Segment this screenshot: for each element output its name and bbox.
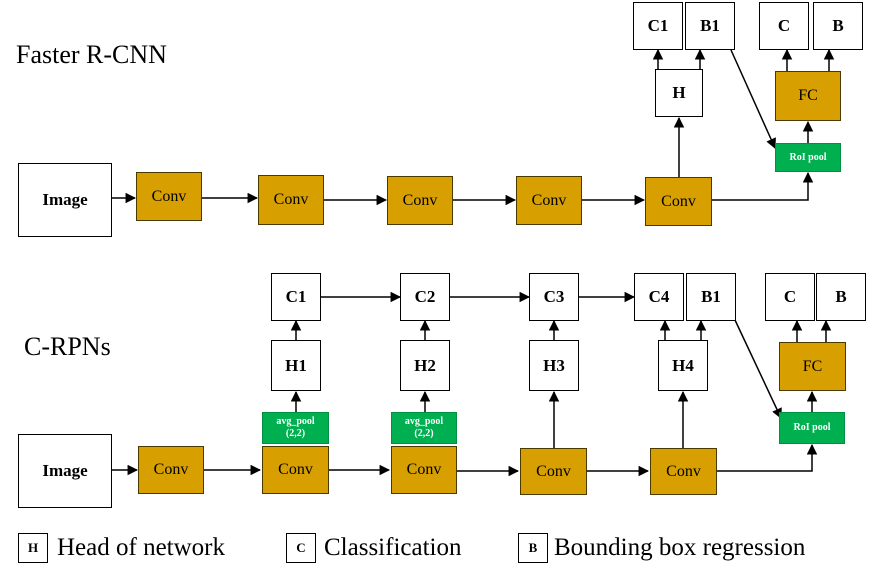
crpn-conv-1: Conv	[138, 446, 204, 494]
frcnn-image-box: Image	[18, 163, 112, 237]
crpn-class-c4: C4	[634, 273, 684, 321]
frcnn-bbox-b1-box: B1	[685, 2, 735, 50]
frcnn-conv-3: Conv	[387, 176, 453, 225]
frcnn-class-c1-box: C1	[633, 2, 683, 50]
legend-key-classification: C	[286, 533, 316, 563]
crpn-head-h1: H1	[271, 340, 321, 391]
arrow-b1-roi	[730, 49, 776, 149]
avg-pool-2-label: avg_pool	[404, 416, 444, 427]
crpn-conv-4: Conv	[520, 448, 587, 495]
legend-text-classification: Classification	[324, 534, 462, 561]
faster-rcnn-title: Faster R-CNN	[16, 40, 167, 69]
arrow-rpn-conv5-roi	[717, 443, 818, 472]
crpn-conv-5: Conv	[650, 448, 717, 495]
legend-key-head: H	[18, 533, 48, 563]
crpn-class-c1: C1	[271, 273, 321, 321]
frcnn-final-bbox-box: B	[813, 2, 863, 50]
crpn-final-bbox-box: B	[816, 273, 866, 321]
frcnn-conv-4: Conv	[516, 176, 582, 225]
crpn-bbox-b1: B1	[686, 273, 736, 321]
crpn-fc-box: FC	[779, 342, 846, 391]
avg-pool-2-size: (2,2)	[414, 428, 434, 439]
crpn-class-c2: C2	[400, 273, 450, 321]
crpn-head-h2: H2	[400, 340, 450, 391]
frcnn-roi-pool-box: RoI pool	[775, 143, 841, 172]
crpn-conv-2: Conv	[262, 446, 329, 494]
frcnn-conv-2: Conv	[258, 175, 324, 225]
c-rpns-title: C-RPNs	[24, 332, 111, 361]
frcnn-conv-5: Conv	[645, 177, 712, 226]
crpn-avg-pool-2: avg_pool (2,2)	[391, 412, 457, 444]
legend-key-bbox: B	[518, 533, 548, 563]
frcnn-final-class-box: C	[759, 2, 809, 50]
crpn-class-c3: C3	[529, 273, 579, 321]
crpn-head-h3: H3	[529, 340, 579, 391]
frcnn-conv-1: Conv	[136, 172, 202, 221]
avg-pool-1-label: avg_pool	[276, 416, 315, 427]
arrow-conv5-roi	[712, 171, 814, 201]
legend-text-bbox: Bounding box regression	[554, 534, 806, 561]
crpn-avg-pool-1: avg_pool (2,2)	[262, 412, 329, 444]
arrow-rpn-b1-roi	[734, 319, 782, 419]
legend-text-head: Head of network	[57, 534, 225, 561]
frcnn-head-box: H	[655, 69, 703, 117]
crpn-final-class-box: C	[765, 273, 815, 321]
crpn-conv-3: Conv	[391, 446, 457, 494]
crpn-head-h4: H4	[658, 340, 708, 391]
avg-pool-1-size: (2,2)	[285, 428, 306, 439]
crpn-roi-pool-box: RoI pool	[779, 412, 845, 444]
frcnn-fc-box: FC	[775, 71, 841, 121]
crpn-image-box: Image	[18, 434, 112, 508]
